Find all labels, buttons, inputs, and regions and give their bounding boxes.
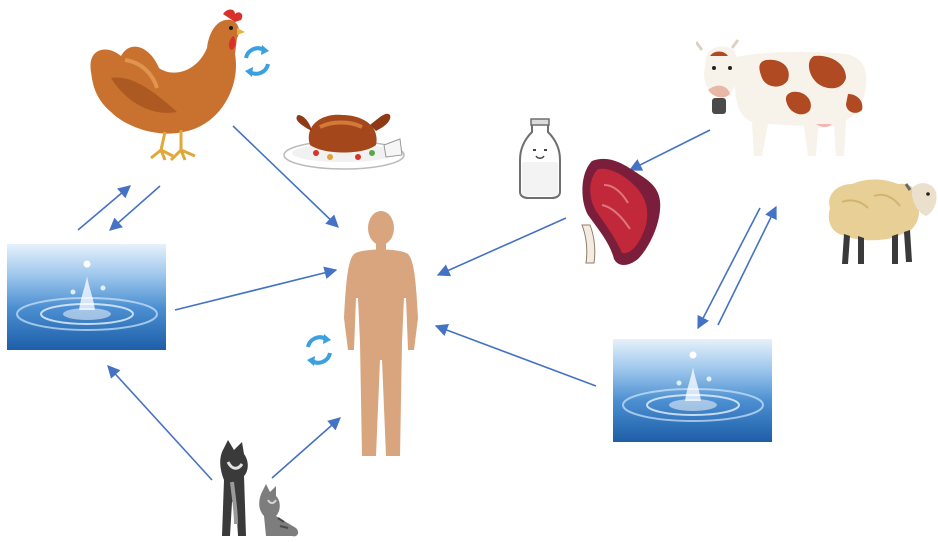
arrow-water-to-human	[175, 270, 336, 310]
arrow-sheep-to-water	[698, 208, 760, 328]
raw-meat-icon	[578, 155, 664, 269]
arrow-water-to-chicken	[78, 186, 130, 230]
cow-icon	[696, 38, 876, 162]
roast-chicken-icon	[280, 103, 408, 175]
water-splash-icon	[7, 244, 166, 350]
arrow-water-to-human-right	[436, 326, 596, 386]
cycle-arrows-icon	[238, 42, 276, 80]
arrow-pets-to-water	[108, 366, 212, 480]
water-splash-left	[7, 244, 166, 350]
arrow-chicken-to-water	[110, 186, 160, 230]
water-splash-icon	[613, 339, 772, 442]
dog-and-cat-icon	[218, 440, 302, 540]
cycle-arrows-icon	[300, 331, 338, 369]
arrow-meat-to-human	[438, 218, 566, 275]
water-splash-right	[613, 339, 772, 442]
sheep-icon	[822, 172, 938, 266]
arrow-water-to-sheep	[718, 207, 776, 325]
human-silhouette-icon	[342, 210, 420, 458]
chicken-icon	[85, 8, 245, 164]
milk-bottle-icon	[516, 118, 564, 200]
